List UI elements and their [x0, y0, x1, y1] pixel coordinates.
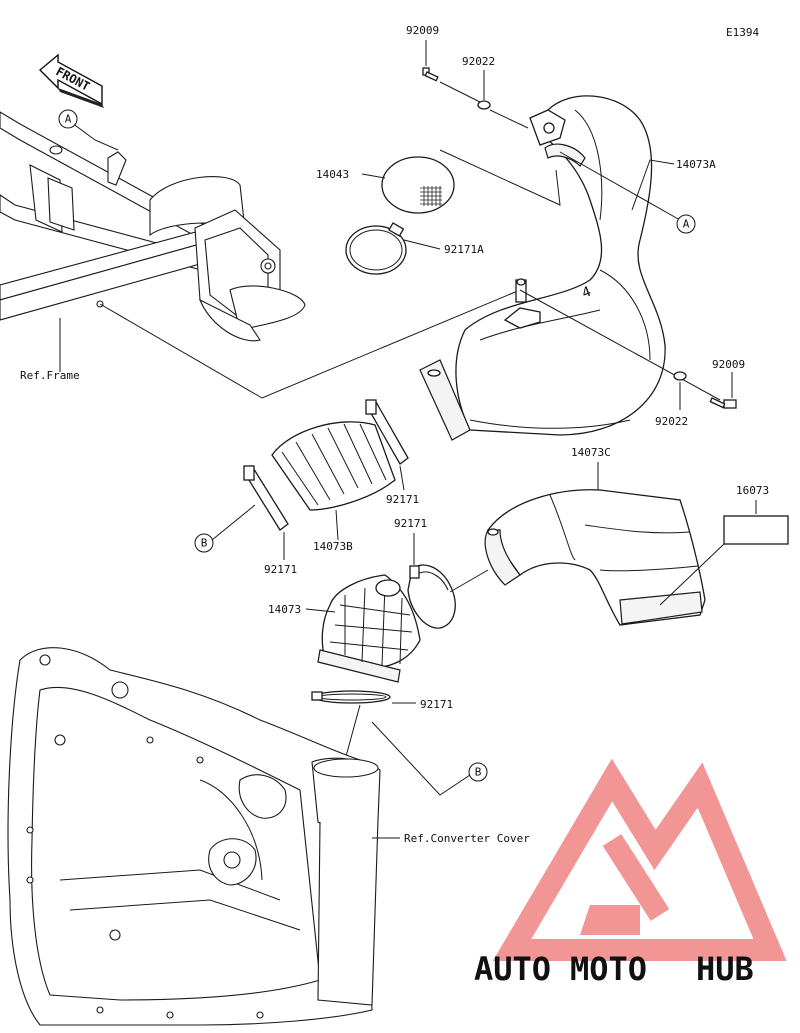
screen-14043 [381, 156, 455, 214]
intake-boot-14073 [317, 574, 421, 683]
svg-text:A: A [683, 218, 690, 231]
label-92022-right: 92022 [655, 415, 688, 428]
clamp-92171A [345, 222, 407, 275]
svg-text:HUB: HUB [696, 950, 754, 988]
label-14073B: 14073B [313, 540, 353, 553]
label-92171A: 92171A [444, 243, 484, 256]
ref-frame-label: Ref.Frame [20, 369, 80, 382]
clamp-92171-c [407, 564, 456, 629]
callout-b-low: B [468, 762, 488, 782]
converter-cover [7, 647, 381, 1026]
label-14073: 14073 [268, 603, 301, 616]
label-16073: 16073 [736, 484, 769, 497]
automotohub-logo [492, 758, 787, 961]
svg-text:B: B [201, 537, 208, 550]
clamp-92171-low [311, 690, 391, 704]
svg-text:AUTO: AUTO [474, 950, 551, 988]
duct-14073A: 4 [419, 95, 666, 441]
front-arrow-icon: FRONT [38, 53, 104, 108]
frame-assembly [0, 111, 306, 342]
label-92022-top: 92022 [462, 55, 495, 68]
svg-text:B: B [475, 766, 482, 779]
boot-14073B [271, 421, 396, 511]
label-14073A: 14073A [676, 158, 716, 171]
svg-text:A: A [65, 113, 72, 126]
label-92009-top: 92009 [406, 24, 439, 37]
label-14043: 14043 [316, 168, 349, 181]
callout-a-right: A [676, 214, 696, 234]
callout-b-left: B [194, 533, 214, 553]
label-92171-mid: 92171 [386, 493, 419, 506]
automotohub-wordmark: AUTO MOTO HUB [474, 950, 754, 988]
label-92171-low: 92171 [420, 698, 453, 711]
label-14073C: 14073C [571, 446, 611, 459]
clamp-92171-mid [365, 399, 409, 465]
bolt-92009-right [709, 397, 737, 409]
duct-14073C [484, 489, 706, 626]
label-92009-right: 92009 [712, 358, 745, 371]
washer-92022-top [477, 100, 491, 110]
diagram-code: E1394 [726, 26, 759, 39]
callout-a-top: A [58, 109, 78, 129]
label-tag-16073 [723, 515, 789, 545]
svg-text:MOTO: MOTO [570, 950, 647, 988]
bolt-92009-top [422, 67, 439, 82]
label-92171-c: 92171 [394, 517, 427, 530]
clamp-92171-left [243, 465, 289, 531]
ref-converter-cover-label: Ref.Converter Cover [404, 832, 530, 845]
washer-92022-right [673, 371, 687, 381]
label-92171-left: 92171 [264, 563, 297, 576]
